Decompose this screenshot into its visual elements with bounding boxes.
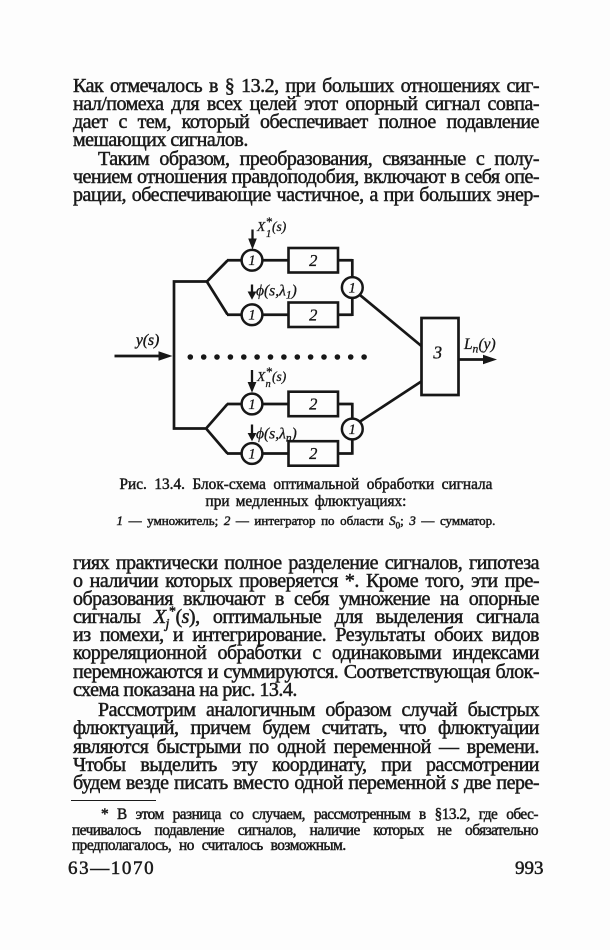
svg-text:1: 1 (248, 446, 255, 462)
svg-text:1: 1 (248, 253, 255, 269)
svg-text:n: n (266, 379, 271, 390)
svg-text:n: n (473, 344, 479, 356)
svg-text:3: 3 (432, 343, 442, 363)
svg-text:(s): (s) (272, 369, 287, 384)
svg-text:1: 1 (248, 308, 255, 324)
svg-text:2: 2 (309, 395, 317, 414)
svg-text:ϕ(s,λn): ϕ(s,λn) (256, 426, 297, 445)
svg-text:1: 1 (349, 422, 356, 438)
svg-text:2: 2 (309, 251, 317, 270)
svg-text:2: 2 (309, 444, 317, 463)
svg-text:ϕ(s,λ1): ϕ(s,λ1) (256, 283, 297, 302)
svg-text:1: 1 (248, 397, 255, 413)
svg-text:*: * (266, 214, 273, 229)
svg-text:X: X (256, 369, 266, 384)
svg-text:X: X (256, 219, 266, 234)
svg-text:(y): (y) (479, 336, 496, 353)
svg-text:2: 2 (309, 305, 317, 324)
svg-text:1: 1 (266, 229, 271, 240)
svg-text:(s): (s) (272, 219, 287, 234)
svg-text:L: L (463, 336, 473, 353)
svg-text:y(s): y(s) (134, 332, 159, 349)
svg-text:1: 1 (349, 280, 356, 296)
svg-text:*: * (266, 364, 273, 379)
